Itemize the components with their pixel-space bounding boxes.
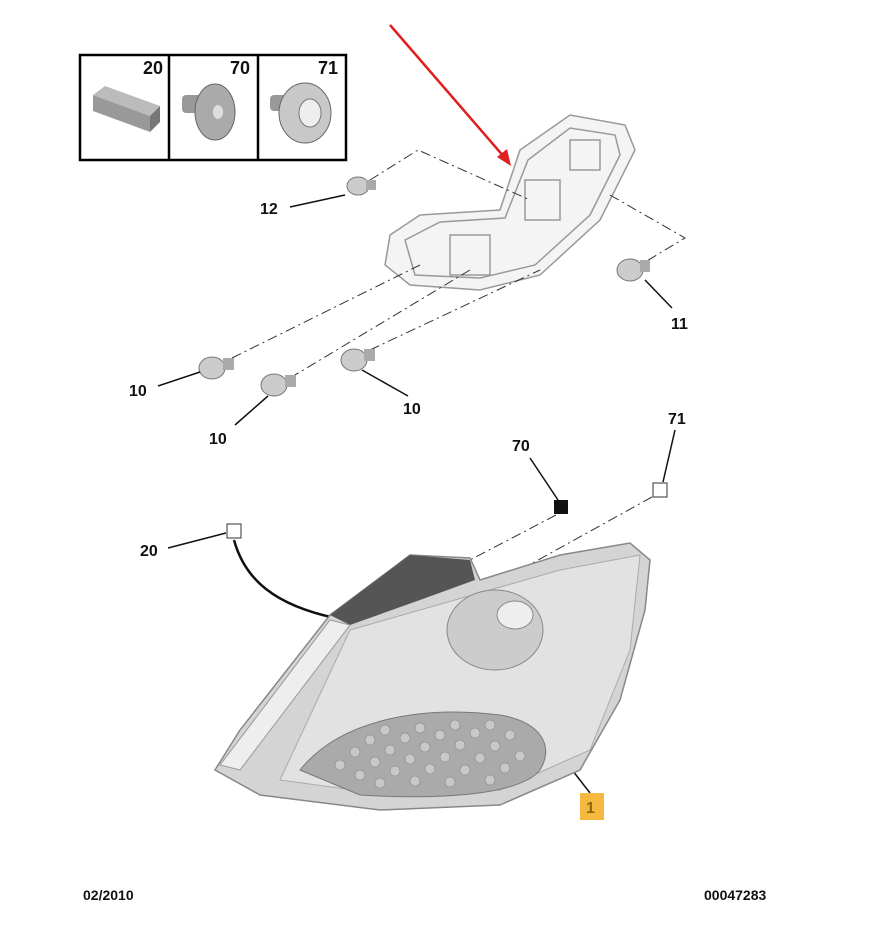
clip-70-marker	[554, 500, 568, 514]
bulb-10c-icon	[340, 348, 375, 372]
callout-70: 70	[512, 438, 530, 455]
callout-12: 12	[260, 201, 278, 218]
seal-strip	[232, 539, 336, 620]
callout-71: 71	[668, 411, 686, 428]
diagram-reference: 00047283	[704, 887, 767, 903]
callout-10-c: 10	[403, 401, 421, 418]
clip-71-icon	[270, 82, 332, 144]
tail-lamp-assembly	[213, 542, 651, 811]
clip-70-icon	[182, 83, 236, 141]
bulb-10b-icon	[260, 373, 296, 397]
callout-10-b: 10	[209, 431, 227, 448]
red-arrow-icon	[389, 24, 511, 166]
seal-20-marker	[226, 523, 242, 539]
legend-label-20: 20	[143, 58, 163, 78]
callout-1: 1	[586, 800, 595, 817]
bulb-12-icon	[346, 176, 376, 196]
leader-lines	[231, 149, 686, 571]
clip-71-marker	[652, 482, 668, 498]
legend-label-70: 70	[230, 58, 250, 78]
parts-legend: 20 70 71	[78, 53, 348, 162]
diagram-date: 02/2010	[83, 887, 134, 903]
legend-label-71: 71	[318, 58, 338, 78]
callout-10-a: 10	[129, 383, 147, 400]
callout-1-badge	[580, 793, 604, 820]
bulb-10a-icon	[198, 356, 234, 380]
bulb-holder	[384, 114, 636, 291]
callout-11: 11	[671, 316, 688, 333]
seal-block-icon	[93, 86, 160, 132]
bulb-11-icon	[616, 258, 650, 282]
callout-20: 20	[140, 543, 158, 560]
